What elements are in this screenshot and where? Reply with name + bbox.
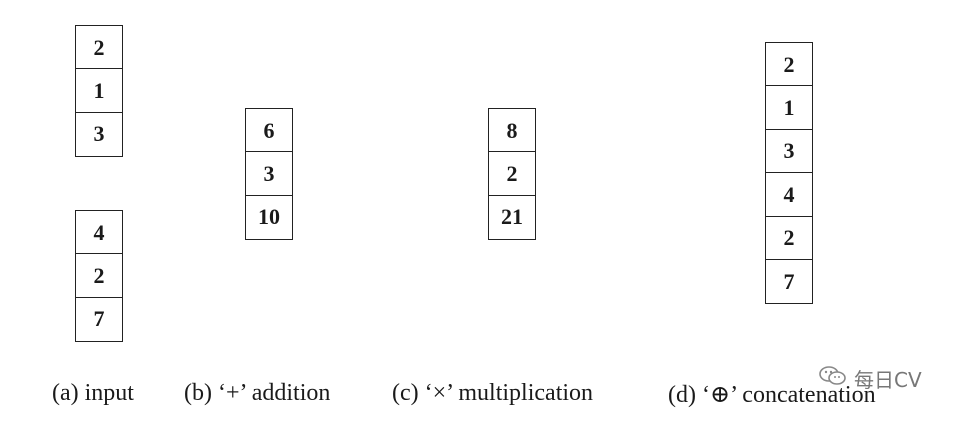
vector-cell: 1 (765, 85, 813, 131)
vector-cell: 2 (765, 215, 813, 261)
vector-cell: 4 (765, 172, 813, 218)
vector-cell: 3 (75, 111, 123, 157)
multiplication-vector: 8 2 21 (488, 108, 536, 240)
addition-vector: 6 3 10 (245, 108, 293, 240)
watermark: 每日CV (818, 364, 922, 393)
caption-multiplication: (c) ‘×’ multiplication (392, 380, 594, 406)
vector-cell: 4 (75, 210, 123, 255)
vector-cell: 2 (75, 25, 123, 70)
input-vector-2: 4 2 7 (75, 210, 123, 342)
caption-concatenation: (d) ‘⊕’ concatenation (668, 382, 876, 408)
vector-cell: 10 (245, 194, 293, 240)
watermark-text: 每日CV (854, 368, 922, 392)
vector-cell: 8 (488, 108, 536, 153)
caption-input: (a) input (52, 380, 134, 406)
vector-cell: 6 (245, 108, 293, 153)
vector-cell: 2 (488, 151, 536, 197)
vector-cell: 3 (765, 128, 813, 174)
wechat-icon (818, 364, 848, 393)
vector-cell: 2 (765, 42, 813, 87)
input-vector-1: 2 1 3 (75, 25, 123, 157)
vector-cell: 1 (75, 68, 123, 114)
vector-cell: 21 (488, 194, 536, 240)
vector-cell: 3 (245, 151, 293, 197)
caption-addition: (b) ‘+’ addition (184, 380, 331, 406)
concatenation-vector: 2 1 3 4 2 7 (765, 42, 813, 305)
vector-cell: 7 (765, 259, 813, 305)
vector-cell: 2 (75, 253, 123, 299)
vector-cell: 7 (75, 296, 123, 342)
